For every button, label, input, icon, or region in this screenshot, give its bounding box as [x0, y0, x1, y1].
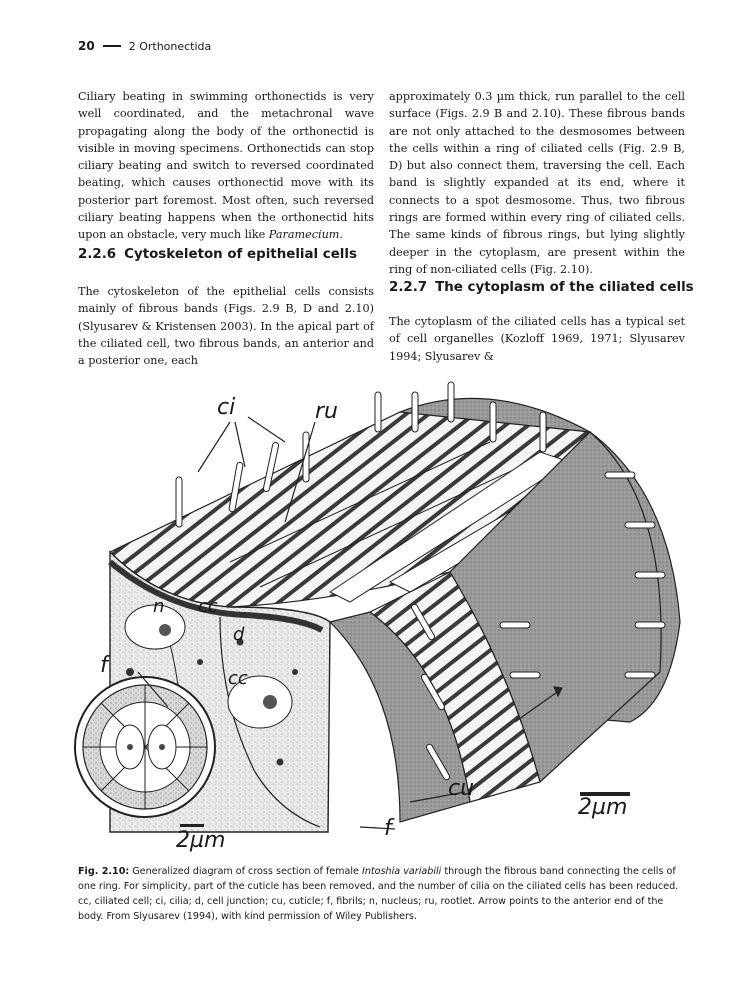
right-paragraph-2-wrapper: The cytoplasm of the ciliated cells has …	[389, 313, 685, 365]
scale-label-left: 2µm	[176, 828, 225, 853]
section-heading-2-2-6: 2.2.6 Cytoskeleton of epithelial cells	[78, 246, 357, 264]
scale-bars	[180, 792, 630, 827]
running-head: 20 2 Orthonectida	[78, 38, 211, 54]
label-ru: ru	[315, 399, 338, 424]
section-number: 2.2.7	[389, 280, 428, 295]
scale-bar-right	[580, 792, 630, 796]
scale-label-right: 2µm	[578, 795, 627, 820]
label-cc-lower: cc	[228, 668, 248, 689]
cilia	[175, 381, 666, 781]
chapter-title: 2 Orthonectida	[128, 39, 212, 53]
right-column: approximately 0.3 µm thick, run parallel…	[389, 88, 685, 278]
right-paragraph-1: approximately 0.3 µm thick, run parallel…	[389, 90, 685, 276]
figure-caption: Fig. 2.10: Generalized diagram of cross …	[78, 866, 679, 922]
species-name: Intoshia variabili	[362, 866, 442, 877]
inset-cross-section	[74, 676, 216, 818]
header-rule	[102, 45, 121, 47]
left-column: Ciliary beating in swimming orthonectids…	[78, 88, 374, 244]
section-heading-2-2-7: 2.2.7 The cytoplasm of the ciliated cells	[389, 279, 694, 297]
label-f-inset: f	[100, 653, 111, 678]
section-title: The cytoplasm of the ciliated cells	[435, 280, 694, 295]
section-number: 2.2.6	[78, 247, 117, 262]
label-leaders	[137, 416, 563, 830]
scale-bar-left	[180, 824, 204, 827]
label-cc-upper: cc	[198, 596, 218, 617]
caption-label: Fig. 2.10:	[78, 866, 130, 877]
label-d: d	[233, 624, 245, 645]
figure-2-10: ci ru n cc d cc f cu f 2µm 2µm	[70, 372, 720, 854]
cross-section-diagram: ci ru n cc d cc f cu f 2µm 2µm	[74, 381, 681, 853]
label-n: n	[153, 596, 164, 617]
label-f: f	[384, 816, 395, 841]
label-cu: cu	[448, 776, 474, 801]
right-paragraph-2: The cytoplasm of the ciliated cells has …	[389, 315, 685, 363]
italic-term: Paramecium	[268, 228, 340, 242]
left-paragraph-1: Ciliary beating in swimming orthonectids…	[78, 90, 374, 242]
left-paragraph-2: The cytoskeleton of the epithelial cells…	[78, 285, 374, 368]
page-number: 20	[78, 39, 95, 53]
left-paragraph-2-wrapper: The cytoskeleton of the epithelial cells…	[78, 283, 374, 369]
section-title: Cytoskeleton of epithelial cells	[124, 247, 357, 262]
label-ci: ci	[217, 395, 235, 420]
